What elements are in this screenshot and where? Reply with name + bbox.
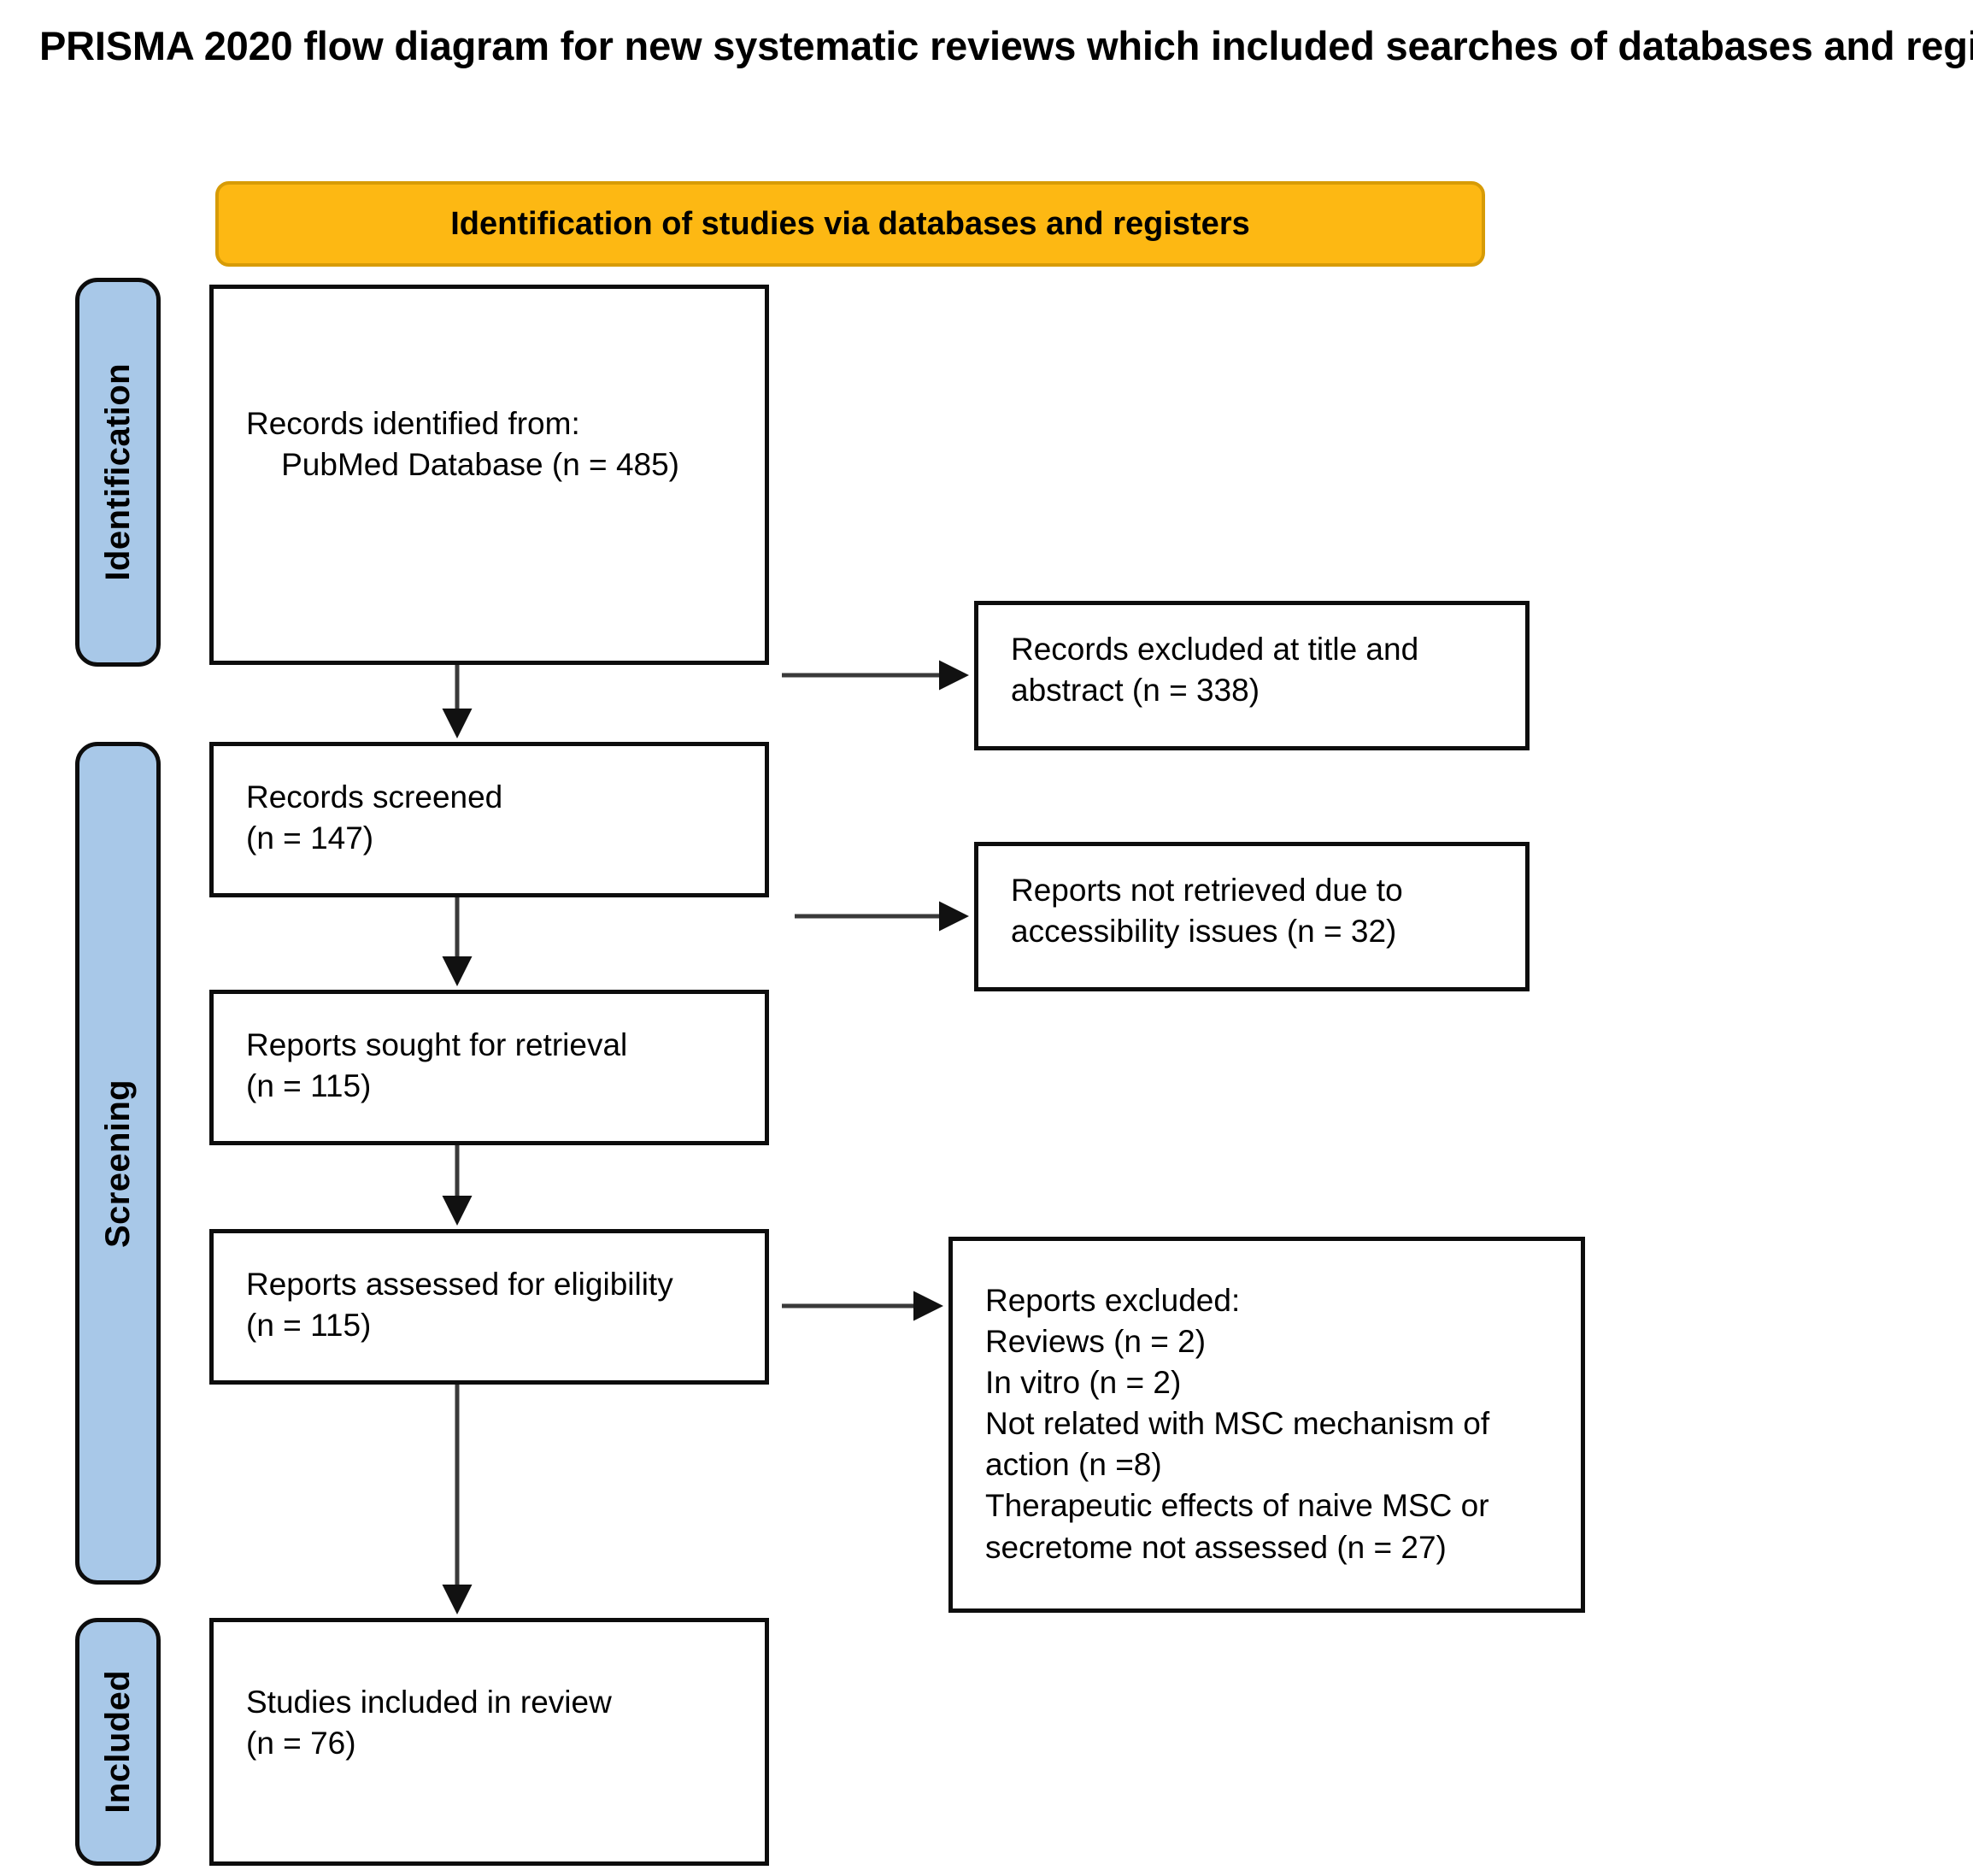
- phase-bar-identification: Identification: [75, 278, 161, 667]
- box-reports-assessed-for-eligibility: Reports assessed for eligibility (n = 11…: [209, 1229, 769, 1385]
- box-records-screened-text: Records screened (n = 147): [246, 779, 503, 856]
- box-reports-not-retrieved: Reports not retrieved due to accessibili…: [974, 842, 1530, 991]
- box-studies-included-in-review: Studies included in review (n = 76): [209, 1618, 769, 1866]
- box-reports-sought-for-retrieval-text: Reports sought for retrieval (n = 115): [246, 1027, 628, 1104]
- box-records-identified: Records identified from: PubMed Database…: [209, 285, 769, 665]
- phase-bar-included: Included: [75, 1618, 161, 1866]
- box-records-identified-text: Records identified from: PubMed Database…: [246, 406, 680, 483]
- box-records-screened: Records screened (n = 147): [209, 742, 769, 897]
- phase-label-screening: Screening: [98, 1079, 137, 1248]
- identification-stage-banner: Identification of studies via databases …: [215, 181, 1485, 267]
- box-reports-sought-for-retrieval: Reports sought for retrieval (n = 115): [209, 990, 769, 1145]
- box-reports-assessed-for-eligibility-text: Reports assessed for eligibility (n = 11…: [246, 1267, 673, 1344]
- phase-label-identification: Identification: [98, 363, 137, 581]
- box-records-excluded-title-abstract-text: Records excluded at title and abstract (…: [1011, 632, 1419, 709]
- stage-banner-label: Identification of studies via databases …: [450, 205, 1250, 242]
- phase-bar-screening: Screening: [75, 742, 161, 1585]
- box-reports-excluded: Reports excluded: Reviews (n = 2) In vit…: [948, 1237, 1585, 1613]
- page-title: PRISMA 2020 flow diagram for new systema…: [39, 23, 1973, 68]
- box-records-excluded-title-abstract: Records excluded at title and abstract (…: [974, 601, 1530, 750]
- box-reports-excluded-text: Reports excluded: Reviews (n = 2) In vit…: [985, 1283, 1490, 1565]
- box-studies-included-in-review-text: Studies included in review (n = 76): [246, 1685, 612, 1761]
- box-reports-not-retrieved-text: Reports not retrieved due to accessibili…: [1011, 873, 1403, 950]
- phase-label-included: Included: [98, 1670, 137, 1814]
